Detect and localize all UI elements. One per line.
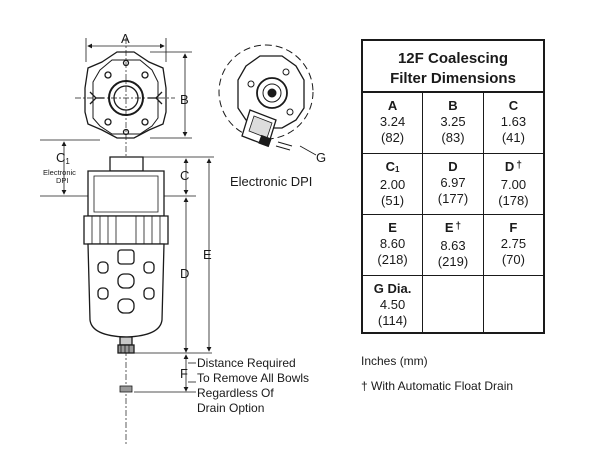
bowl-note-line-4: Drain Option	[197, 401, 264, 415]
table-title-line-2: Filter Dimensions	[390, 69, 516, 87]
bowl-note-line-1: Distance Required	[197, 356, 296, 370]
table-cell-e-dagger: E†8.63(219)	[422, 213, 484, 276]
dimension-a-label: A	[121, 31, 130, 46]
electronic-dpi-caption: Electronic DPI	[230, 174, 312, 189]
dimension-d-label: D	[180, 266, 189, 281]
dimension-c1-note-2: DPI	[56, 176, 69, 185]
dimension-d	[134, 197, 212, 354]
dimension-c1-label: C1	[56, 150, 70, 166]
dimension-a	[85, 38, 167, 62]
dimension-e-label: E	[203, 247, 212, 262]
dimension-c1-note-1: Electronic	[43, 168, 76, 177]
table-cell-empty-2	[482, 274, 545, 334]
table-title: 12F Coalescing Filter Dimensions	[361, 39, 545, 93]
units-note: Inches (mm)	[361, 354, 428, 368]
dimension-g-label: G	[316, 150, 326, 165]
dimension-f	[134, 354, 196, 393]
filter-dimension-drawing: A B C1 Electronic	[40, 31, 326, 445]
dimension-f-label: F	[180, 366, 188, 381]
top-view	[84, 51, 167, 139]
electronic-dpi-detail	[218, 44, 317, 156]
table-cell-empty-1	[422, 274, 484, 334]
table-cell-g-dia: G Dia.4.50(114)	[361, 274, 424, 334]
bowl-note-line-3: Regardless Of	[197, 386, 274, 400]
dimension-c	[143, 156, 214, 197]
bowl-note-line-2: To Remove All Bowls	[197, 371, 309, 385]
dimension-b-label: B	[180, 92, 189, 107]
table-title-line-1: 12F Coalescing	[397, 49, 509, 67]
side-view	[83, 156, 169, 393]
dimension-b	[150, 51, 192, 139]
float-drain-footnote: † With Automatic Float Drain	[361, 379, 514, 393]
dimension-c-label: C	[180, 168, 189, 183]
dimension-c1	[40, 139, 100, 197]
table-cell-d-dagger: D†7.00(178)	[482, 152, 545, 215]
